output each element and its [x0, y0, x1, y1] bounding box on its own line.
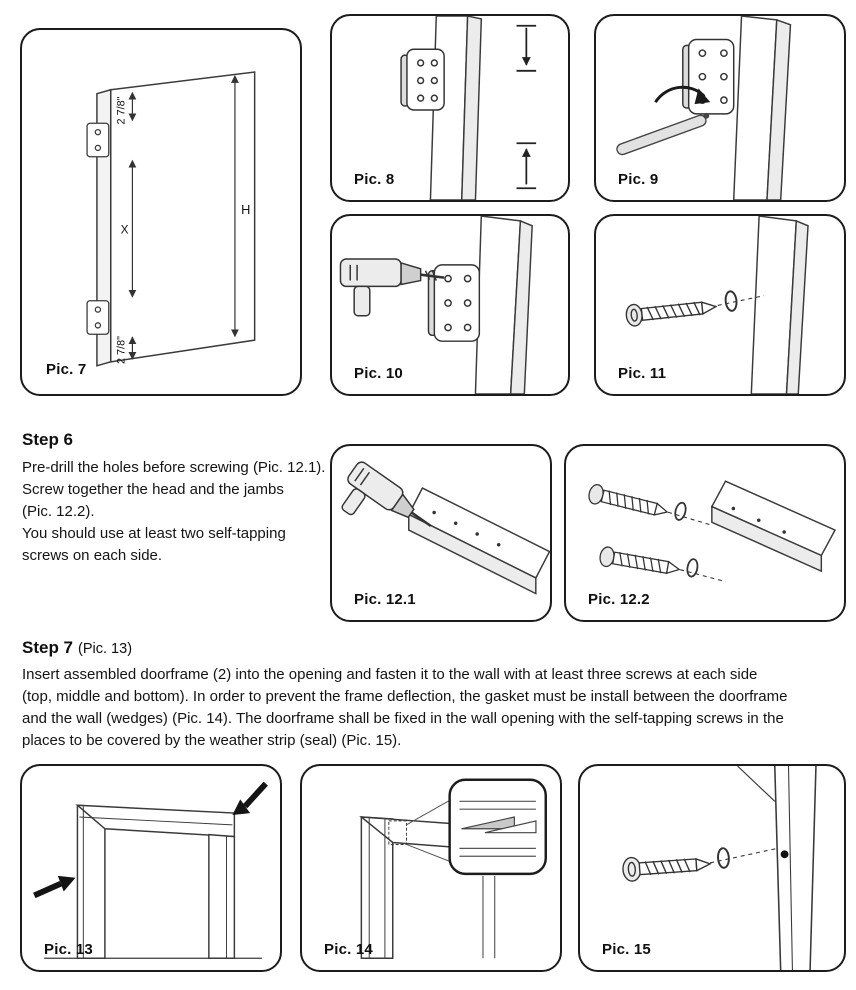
drill-icon — [341, 461, 432, 528]
dimension-lines — [128, 74, 239, 360]
callout-lines — [406, 798, 452, 863]
screw-point — [780, 850, 789, 859]
step7-body: Insert assembled doorframe (2) into the … — [22, 664, 787, 752]
screw-icon — [588, 484, 712, 526]
dim-label-middle: X — [121, 223, 129, 237]
pic7-illustration: 2 7/8" X 2 7/8" H — [86, 71, 256, 367]
pic12-1-label: Pic. 12.1 — [354, 591, 416, 608]
pic14-illustration — [359, 778, 547, 959]
pic11-panel: Pic. 11 — [594, 214, 846, 396]
text-line: and the wall (wedges) (Pic. 14). The doo… — [22, 710, 784, 727]
arrow-icon — [232, 781, 268, 816]
pic13-panel: Pic. 13 — [20, 764, 282, 972]
wall-lines — [737, 766, 817, 970]
text-line: Screw together the head and the jambs — [22, 481, 284, 498]
text-line: places to be covered by the weather stri… — [22, 732, 402, 749]
pic8-label: Pic. 8 — [354, 171, 395, 188]
detail-callout — [448, 778, 547, 876]
step7-heading-ref: (Pic. 13) — [78, 641, 133, 657]
text-line: Insert assembled doorframe (2) into the … — [22, 666, 758, 683]
pic9-panel: Pic. 9 — [594, 14, 846, 202]
text-line: (top, middle and bottom). In order to pr… — [22, 688, 788, 705]
hinge-icon — [400, 48, 445, 111]
pic14-panel: Pic. 14 — [300, 764, 562, 972]
screw-icon — [625, 290, 765, 327]
pic10-illustration — [339, 216, 533, 394]
text-line: Pre-drill the holes before screwing (Pic… — [22, 459, 326, 476]
pic8-panel: Pic. 8 — [330, 14, 570, 202]
dim-label-top: 2 7/8" — [116, 96, 128, 124]
pic12-2-label: Pic. 12.2 — [588, 591, 650, 608]
pic13-label: Pic. 13 — [44, 941, 93, 958]
rotate-arrow-icon — [654, 85, 711, 105]
pilot-holes — [731, 506, 786, 534]
hinge-icon — [682, 38, 735, 115]
alignment-arrows — [516, 24, 537, 190]
step6-body: Pre-drill the holes before screwing (Pic… — [22, 457, 325, 567]
hinge-icon — [427, 264, 481, 342]
pic11-label: Pic. 11 — [618, 365, 667, 382]
pic10-panel: Pic. 10 — [330, 214, 570, 396]
wedge-icon — [461, 816, 537, 834]
pic12-2-panel: Pic. 12.2 — [564, 444, 846, 622]
pic12-1-illustration — [341, 461, 550, 595]
pilot-holes — [432, 510, 501, 547]
dim-label-bottom: 2 7/8" — [116, 336, 128, 364]
screw-icon — [622, 847, 778, 882]
text-line: You should use at least two self-tapping — [22, 525, 286, 542]
doorframe-outline — [44, 804, 262, 959]
pic13-illustration — [33, 781, 268, 959]
hinge-icon — [86, 122, 110, 158]
pic11-illustration — [625, 216, 809, 394]
screw-icon — [599, 546, 726, 583]
text-line: screws on each side. — [22, 547, 163, 564]
pic10-label: Pic. 10 — [354, 365, 403, 382]
step7-heading: Step 7(Pic. 13) — [22, 638, 132, 658]
pic15-panel: Pic. 15 — [578, 764, 846, 972]
arrow-icon — [33, 875, 76, 899]
step6-heading: Step 6 — [22, 430, 74, 449]
pic8-illustration — [400, 16, 537, 200]
pic15-label: Pic. 15 — [602, 941, 651, 958]
drill-icon — [339, 258, 445, 317]
pic9-illustration — [616, 16, 792, 200]
pic7-panel: 2 7/8" X 2 7/8" H Pic. 7 — [20, 28, 302, 396]
step7-heading-text: Step 7 — [22, 638, 74, 657]
hinge-icon — [86, 300, 110, 335]
dim-label-height: H — [241, 202, 250, 217]
pic12-2-illustration — [588, 480, 837, 583]
pic7-label: Pic. 7 — [46, 361, 87, 378]
pic9-label: Pic. 9 — [618, 171, 659, 188]
hinge-pin-icon — [616, 112, 710, 156]
pic15-illustration — [622, 766, 817, 970]
pic12-1-panel: Pic. 12.1 — [330, 444, 552, 622]
text-line: (Pic. 12.2). — [22, 503, 95, 520]
pic14-label: Pic. 14 — [324, 941, 373, 958]
